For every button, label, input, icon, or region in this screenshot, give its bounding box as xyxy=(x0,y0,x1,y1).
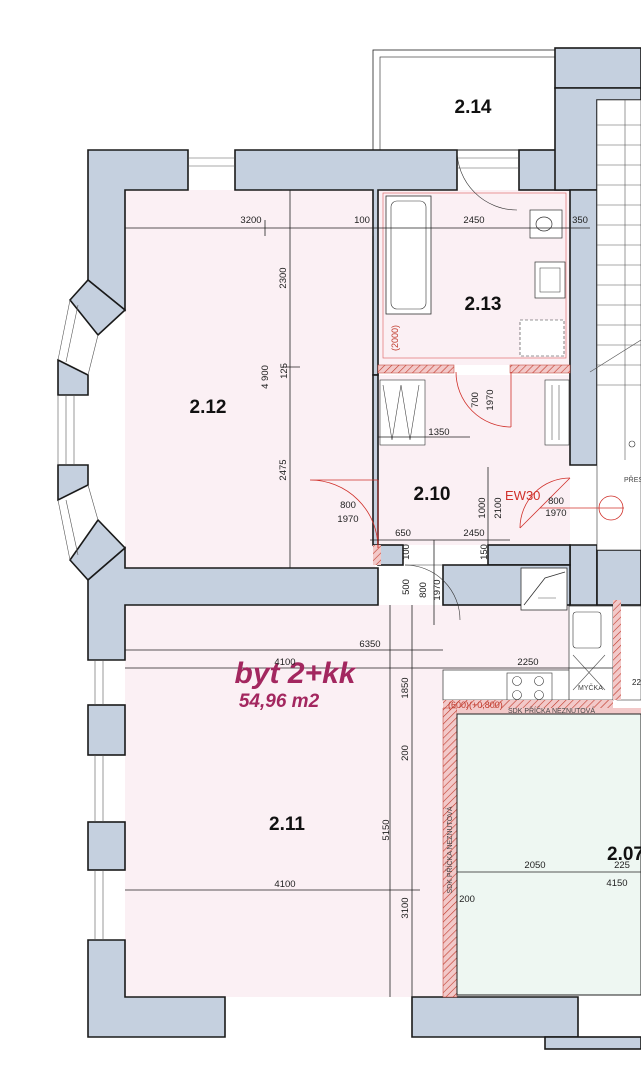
door3-width: 800 xyxy=(548,496,564,507)
staircase xyxy=(589,99,641,551)
dim-2450-hall: 2450 xyxy=(463,528,484,539)
door-swings xyxy=(309,149,624,621)
dim-2300: 2300 xyxy=(278,267,289,288)
dim-4100-top: 4100 xyxy=(274,657,295,668)
door3-height: 1970 xyxy=(545,508,566,519)
apartment-type: byt 2+kk xyxy=(235,657,357,690)
dim-2450: 2450 xyxy=(463,215,484,226)
balcony-2-14 xyxy=(372,47,641,151)
dim-5150: 5150 xyxy=(381,819,392,840)
dim-3200: 3200 xyxy=(240,215,261,226)
door2-width: 800 xyxy=(340,500,356,511)
dim-4900: 4 900 xyxy=(260,365,271,389)
dim-4150: 4150 xyxy=(606,878,627,889)
door1-height: 1970 xyxy=(485,389,496,410)
toilet xyxy=(529,209,563,239)
door4-width: 800 xyxy=(418,582,429,598)
dim-22: 22 xyxy=(632,678,641,687)
dimension-lines xyxy=(125,189,641,997)
bathtub xyxy=(385,195,432,315)
door4-height: 1970 xyxy=(432,579,443,600)
door1-width: 700 xyxy=(470,392,481,408)
dim-650: 650 xyxy=(395,528,411,539)
dim-125: 125 xyxy=(279,363,290,379)
dim-2100: 2100 xyxy=(493,497,504,518)
stair-label: PŘES xyxy=(624,475,641,484)
kitchen xyxy=(442,600,641,998)
dim-225: 225 xyxy=(614,860,630,871)
dim-2050: 2050 xyxy=(524,860,545,871)
room-label-2-14: 2.14 xyxy=(455,97,492,118)
walls xyxy=(57,87,641,1050)
dim-100: 100 xyxy=(354,215,370,226)
room-label-2-07: 2.07 xyxy=(607,844,641,865)
washbasin xyxy=(534,261,566,299)
room-label-2-12: 2.12 xyxy=(190,397,227,418)
apartment-area: 54,96 m2 xyxy=(239,691,320,712)
door2-height: 1970 xyxy=(337,514,358,525)
kitchen-height-note: (600)(+0,800) xyxy=(448,700,503,710)
dim-500: 500 xyxy=(401,579,412,595)
dim-3100: 3100 xyxy=(400,897,411,918)
bay-window xyxy=(57,157,519,940)
dim-150: 150 xyxy=(479,544,490,560)
partition-note-vertical: SDK PŘÍČKA NEZNUTOVÁ xyxy=(445,806,454,893)
dim-1350: 1350 xyxy=(428,427,449,438)
dim-2250: 2250 xyxy=(517,657,538,668)
dim-200-bottom: 200 xyxy=(459,894,475,905)
bathroom-outline xyxy=(373,192,571,565)
room-label-2-13: 2.13 xyxy=(465,294,502,315)
room-label-2-11: 2.11 xyxy=(269,814,305,835)
dim-6350: 6350 xyxy=(359,639,380,650)
dim-1850: 1850 xyxy=(400,677,411,698)
fire-door-label: EW30 xyxy=(505,488,540,503)
partition-note: SDK PŘÍČKA NEZNUTOVÁ xyxy=(508,706,595,715)
dim-350: 350 xyxy=(572,215,588,226)
bath-height: (2000) xyxy=(390,325,400,351)
dim-100-hall: 100 xyxy=(401,544,412,560)
dishwasher-label: MYČKA xyxy=(578,683,603,692)
dim-2475: 2475 xyxy=(278,459,289,480)
wardrobe-right xyxy=(544,379,570,446)
dim-4100-bottom: 4100 xyxy=(274,879,295,890)
dim-200: 200 xyxy=(400,745,411,761)
utility-niche xyxy=(520,567,568,611)
room-label-2-10: 2.10 xyxy=(414,484,451,505)
dim-1000: 1000 xyxy=(477,497,488,518)
wardrobe-left xyxy=(379,379,426,446)
washing-machine xyxy=(519,319,565,357)
